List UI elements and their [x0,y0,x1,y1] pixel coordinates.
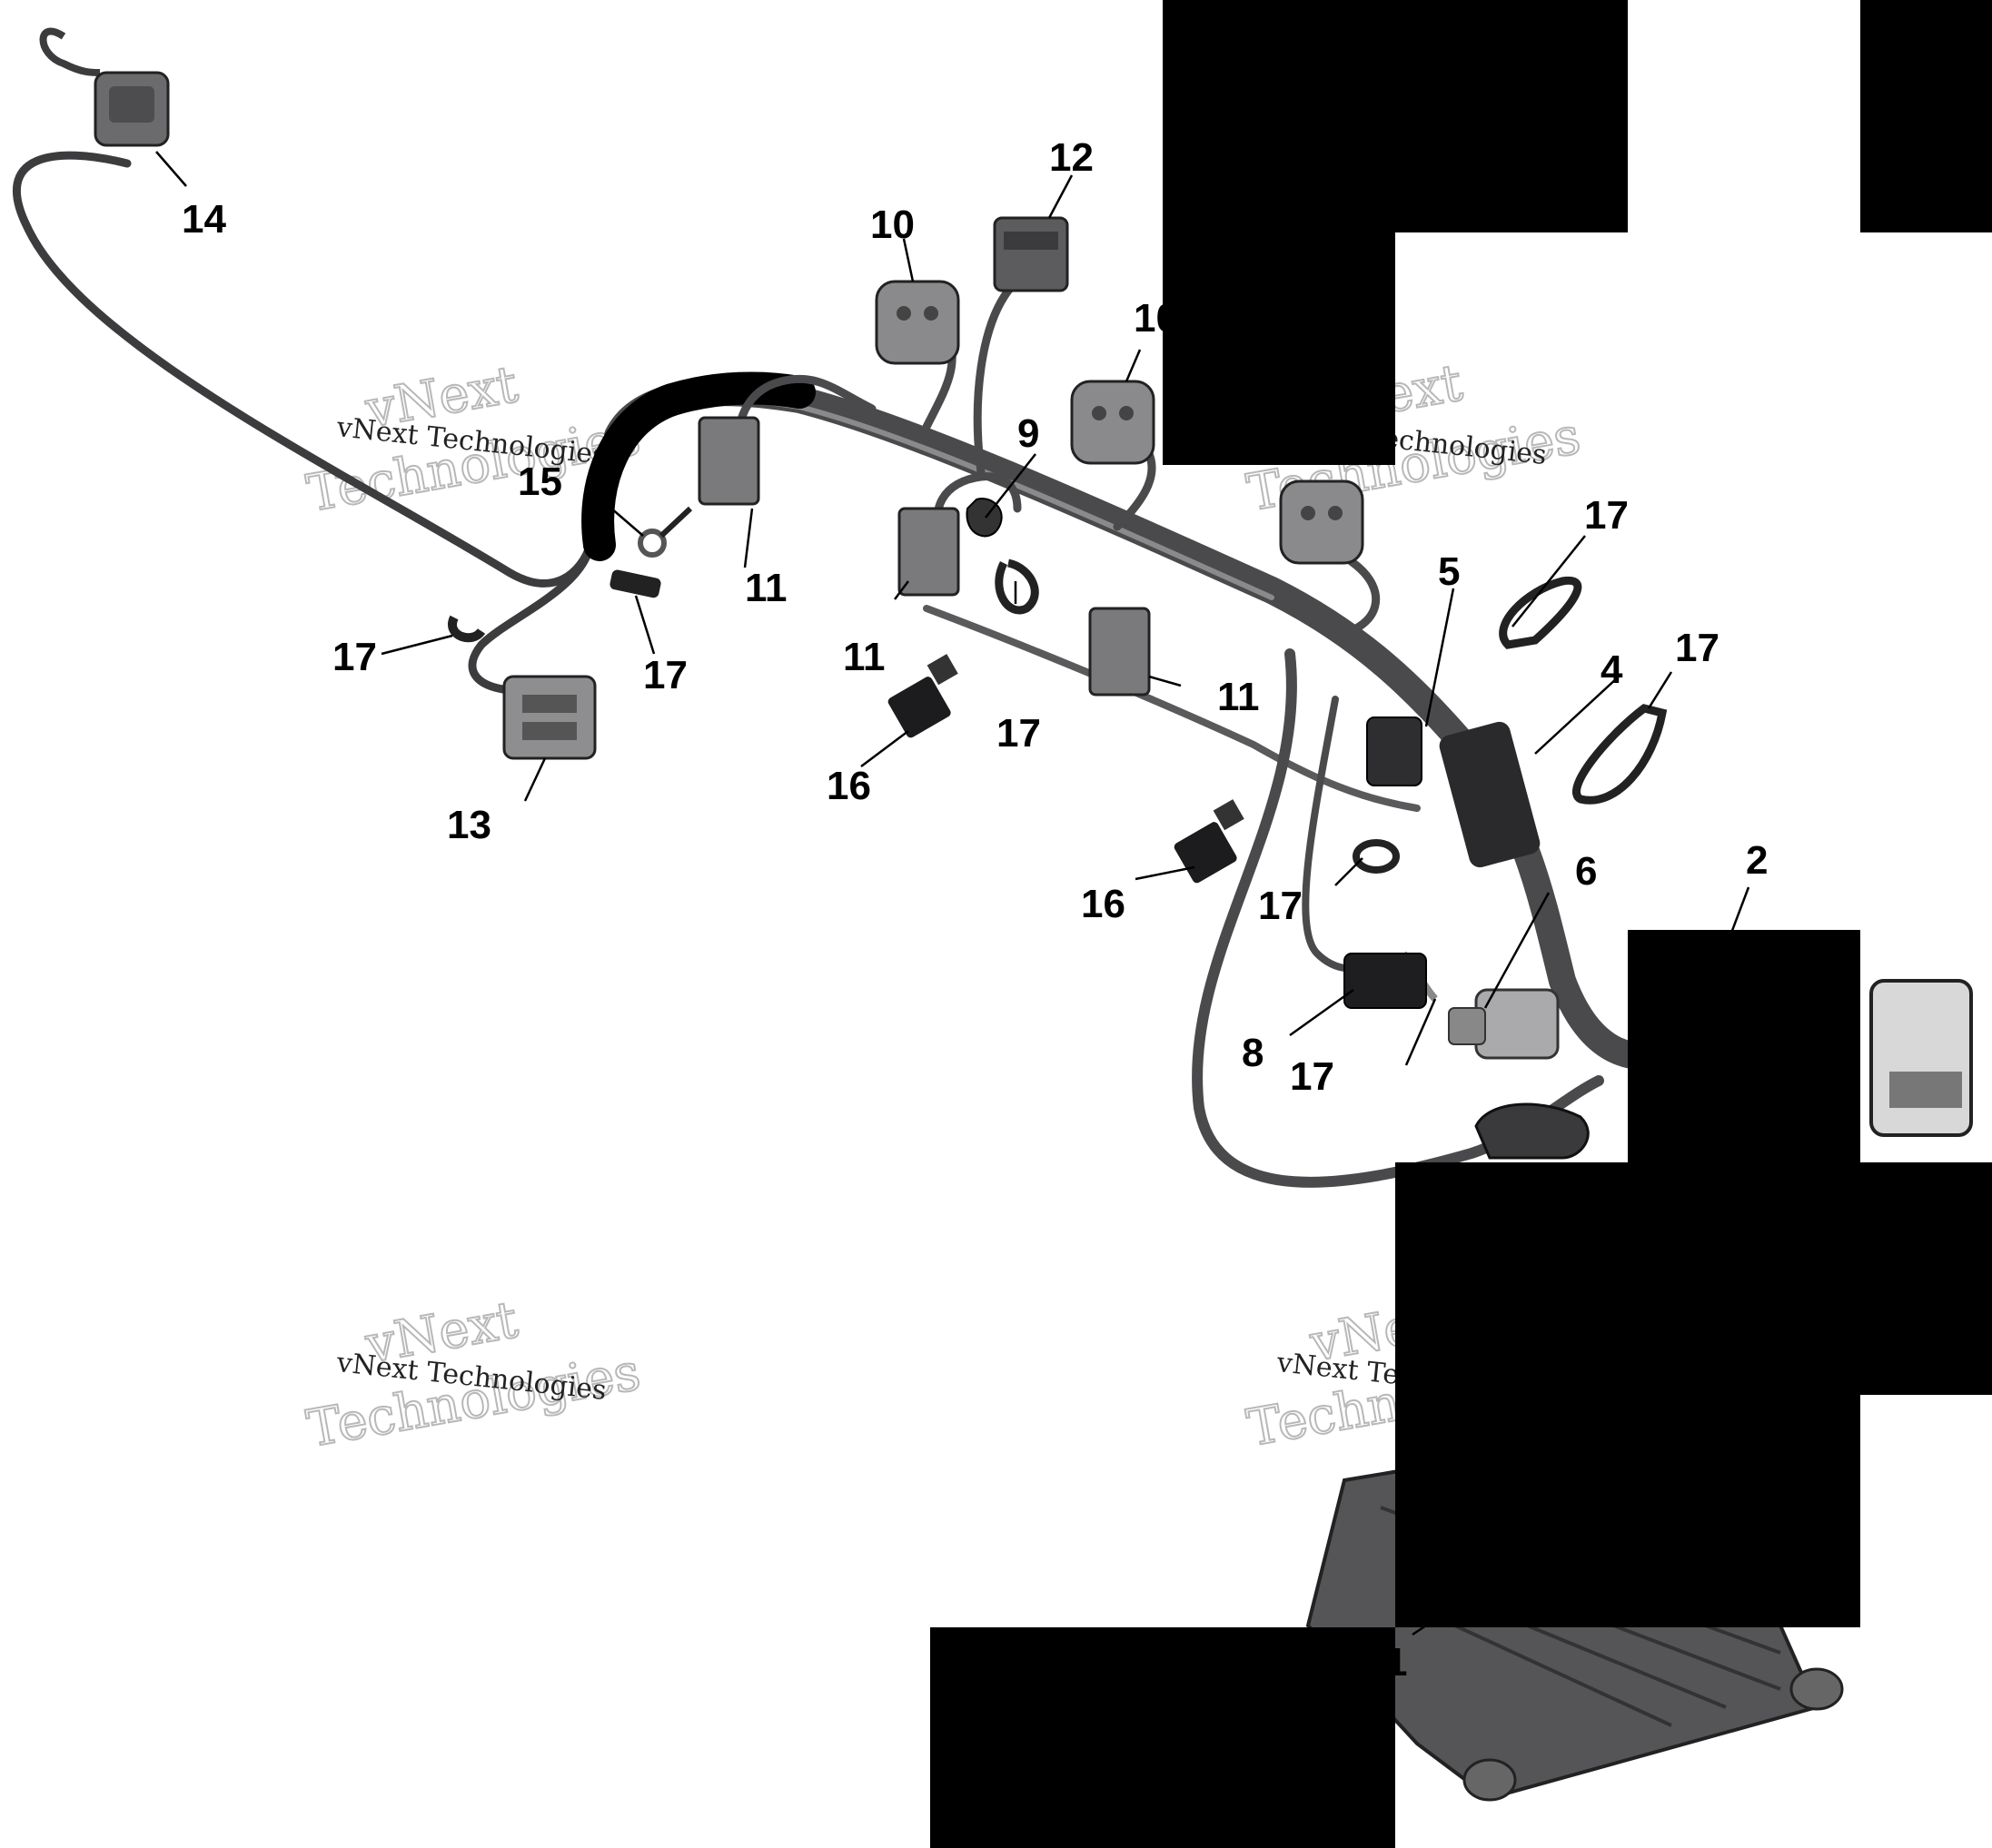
connector-16-a [887,654,958,738]
cable-tie-17-e [1571,704,1668,805]
cable-tie-17-b [609,569,661,598]
callout-8: 8 [1242,1031,1264,1075]
callout-17-g: 17 [1290,1054,1334,1099]
callout-13: 13 [447,803,491,847]
redaction-block-4 [1628,930,1860,1162]
connector-11-c [1088,607,1151,697]
callout-numbers: 14 12 10 10 9 15 11 11 11 17 17 17 17 17… [182,135,1768,1685]
wire-lower-branch [923,605,1421,812]
cable-tie-17-a [448,615,486,643]
redaction-blocks [930,0,1992,1848]
callout-9: 9 [1017,411,1039,456]
cable-tie-17-d [1499,576,1582,649]
connector-2 [1869,979,1973,1137]
protector-4 [1439,721,1541,868]
wire-lead-14 [12,151,595,588]
callout-11-b: 11 [843,635,886,679]
cable-tie-17-c [995,558,1039,615]
callout-17-e: 17 [1675,626,1719,670]
ring-terminal-15 [638,506,693,558]
connector-11-b [897,507,960,597]
callout-4: 4 [1601,647,1623,692]
leader-lines [155,151,1750,1636]
connector-10-a [875,280,960,365]
callout-11-a: 11 [745,566,788,610]
connector-16-b [1174,799,1244,884]
redaction-block-5 [1395,1162,1992,1395]
sensor-6 [1448,988,1560,1060]
connector-8 [1343,953,1427,1009]
redaction-block-2 [1163,232,1395,465]
redaction-block-1 [1163,0,1628,232]
callout-16-a: 16 [827,764,871,808]
callout-2: 2 [1746,838,1768,883]
connector-10-b [1070,380,1155,465]
callout-6: 6 [1575,849,1597,894]
harness-trunk [604,379,1703,1071]
callout-17-d: 17 [1584,493,1629,538]
connector-13 [502,675,597,760]
callout-17-b: 17 [643,653,688,697]
callout-17-a: 17 [332,635,377,679]
connector-14 [39,27,170,147]
harness-wires [12,151,1703,1188]
connector-10-c [1279,479,1364,565]
cable-tie-17-f [1353,839,1400,874]
bracket [1474,1102,1590,1160]
callout-14: 14 [182,197,226,242]
connector-11-a [698,416,760,506]
callout-15: 15 [518,460,562,504]
callout-17-c: 17 [996,711,1041,756]
callout-12: 12 [1049,135,1094,180]
wire-lead-13 [468,540,595,695]
redaction-block-6 [1395,1395,1860,1627]
callout-10-a: 10 [870,203,915,247]
redaction-block-3 [1860,0,1992,232]
redaction-block-7 [930,1627,1395,1848]
callout-17-f: 17 [1258,884,1303,928]
callout-11-c: 11 [1217,675,1260,719]
connector-5 [1366,716,1422,786]
connector-12 [993,216,1069,292]
callout-16-b: 16 [1081,882,1125,926]
callout-5: 5 [1438,549,1460,594]
